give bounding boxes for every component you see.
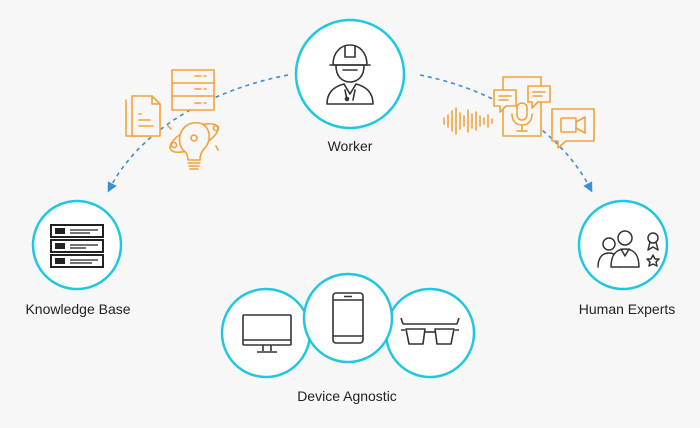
document-icon	[125, 95, 161, 137]
smartphone-icon	[332, 292, 364, 344]
knowledge-base-node	[31, 199, 123, 291]
glasses-device-node	[384, 287, 476, 379]
worker-label: Worker	[327, 138, 373, 154]
worker-node	[294, 18, 406, 130]
human-experts-node	[577, 199, 669, 291]
communication-icons	[443, 76, 595, 149]
server-icon	[171, 69, 215, 111]
microphone-icon	[511, 102, 533, 132]
connector-worker-to-human-experts	[419, 74, 593, 193]
human-experts-label: Human Experts	[578, 301, 676, 317]
chat-bubble-icon	[493, 85, 551, 113]
device-cluster	[220, 272, 476, 379]
worker-icon	[326, 44, 374, 105]
soundwave-icon	[443, 107, 493, 135]
smart-glasses-icon	[400, 317, 460, 345]
server-rack-icon	[50, 224, 104, 268]
monitor-device-node	[220, 287, 312, 379]
video-icon	[551, 108, 595, 149]
knowledge-icons	[125, 69, 220, 170]
knowledge-base-label: Knowledge Base	[25, 301, 131, 317]
monitor-icon	[242, 314, 292, 353]
phone-device-node	[302, 272, 394, 364]
experts-award-icon	[597, 230, 660, 268]
rocket-bulb-icon	[167, 121, 220, 170]
connector-worker-to-knowledge-base	[107, 74, 289, 193]
device-agnostic-label: Device Agnostic	[297, 388, 397, 404]
